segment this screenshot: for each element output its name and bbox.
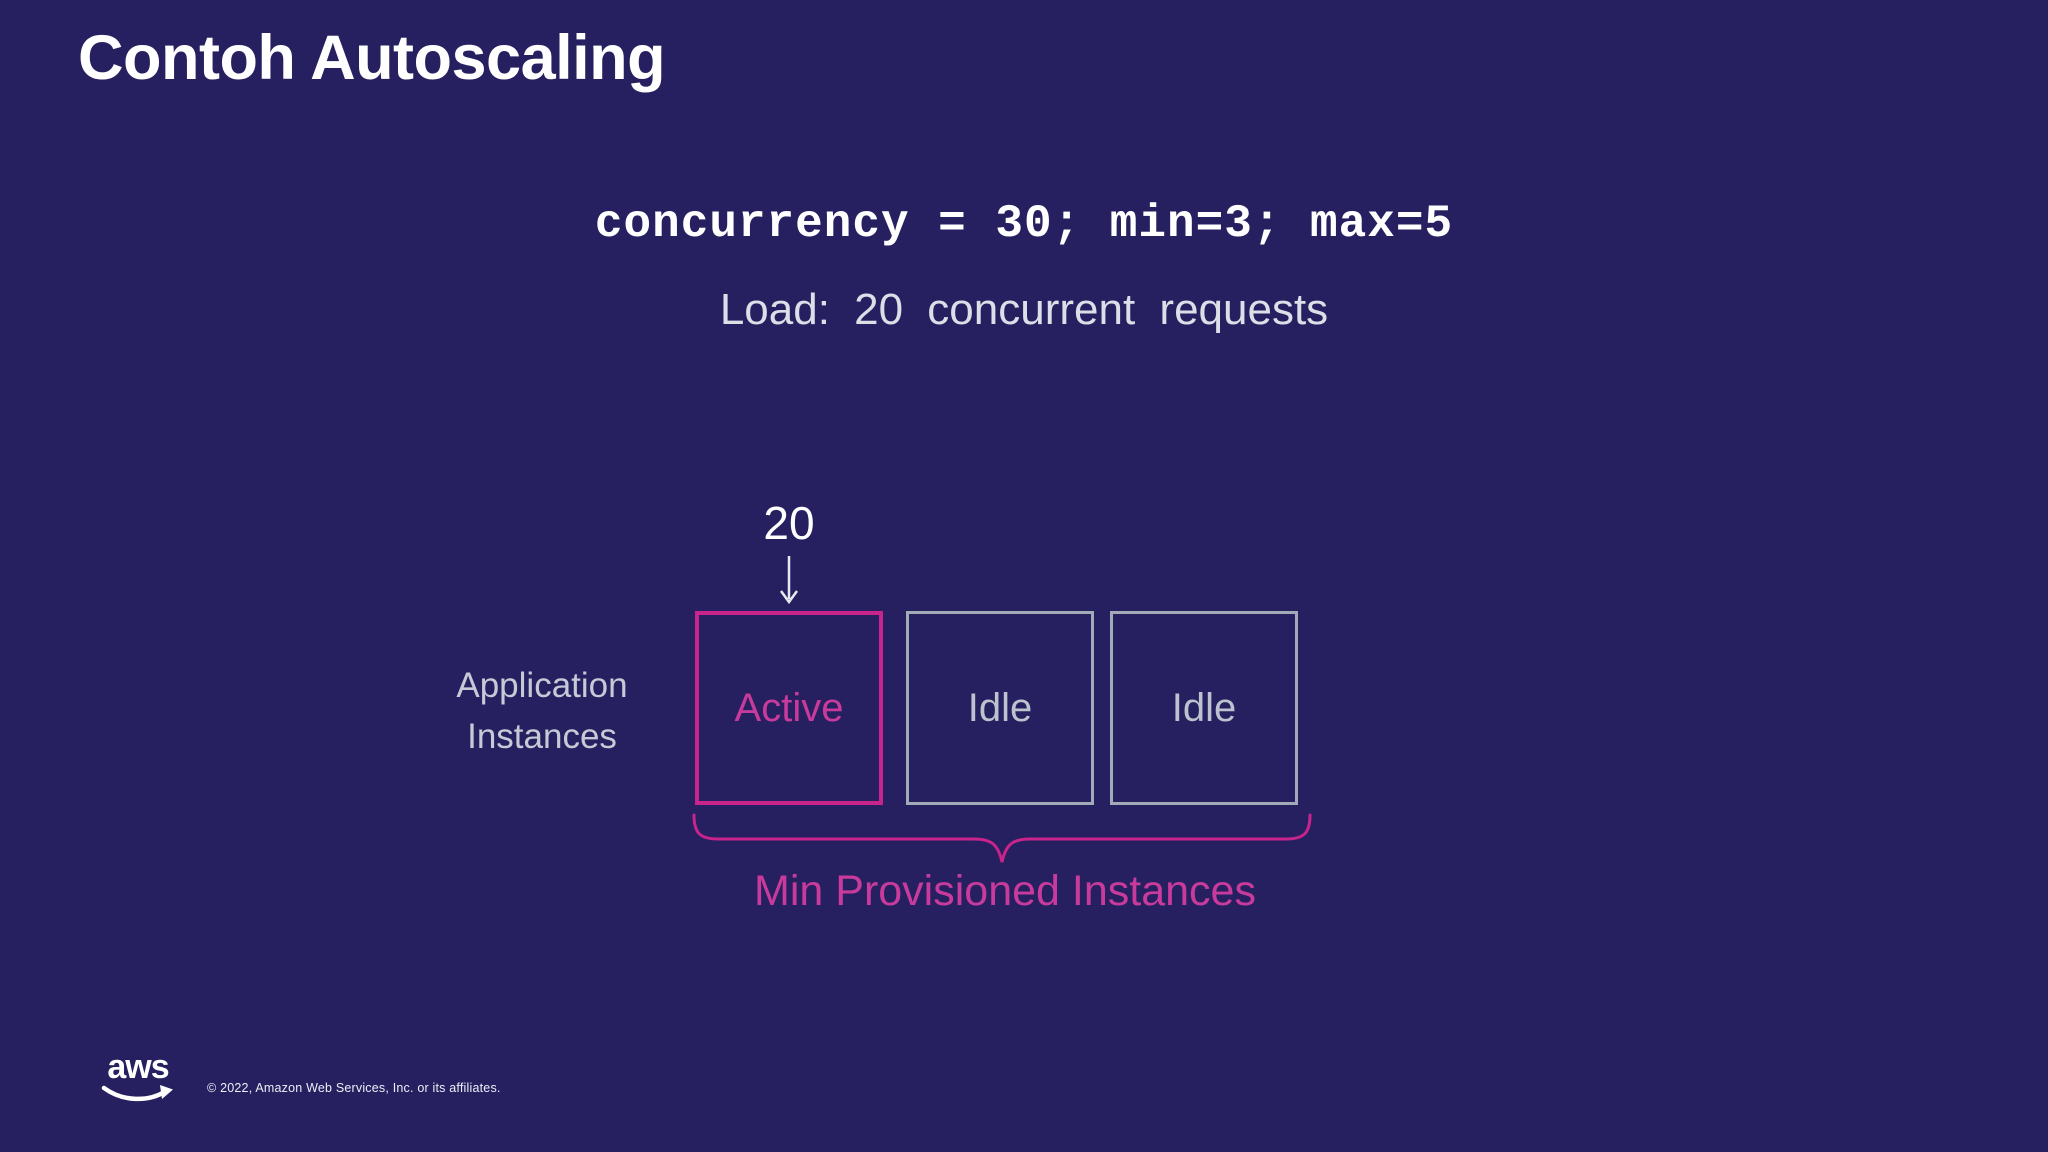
aws-smile-icon bbox=[101, 1085, 173, 1102]
aws-logo-text: aws bbox=[107, 1048, 169, 1086]
copyright-text: © 2022, Amazon Web Services, Inc. or its… bbox=[207, 1081, 501, 1095]
instance-box-active: Active bbox=[695, 611, 883, 805]
load-text: Load: 20 concurrent requests bbox=[719, 285, 1329, 334]
incoming-requests-count: 20 bbox=[763, 497, 815, 549]
concurrency-config-text: concurrency = 30; min=3; max=5 bbox=[594, 198, 1454, 250]
instance-box-idle-1-label: Idle bbox=[967, 685, 1033, 730]
instance-box-idle-1: Idle bbox=[906, 611, 1094, 805]
aws-logo: aws bbox=[100, 1050, 176, 1105]
application-instances-label-line2: Instances bbox=[467, 717, 617, 757]
instance-box-idle-2: Idle bbox=[1110, 611, 1298, 805]
arrow-down-icon bbox=[779, 556, 799, 605]
page-title: Contoh Autoscaling bbox=[78, 23, 666, 93]
application-instances-label-line1: Application bbox=[456, 666, 628, 705]
instance-box-active-label: Active bbox=[734, 685, 844, 730]
application-instances-label: Application Instances bbox=[422, 660, 662, 763]
underbrace-shape bbox=[692, 813, 1312, 863]
min-provisioned-instances-label: Min Provisioned Instances bbox=[754, 867, 1256, 915]
instance-box-idle-2-label: Idle bbox=[1171, 685, 1237, 730]
